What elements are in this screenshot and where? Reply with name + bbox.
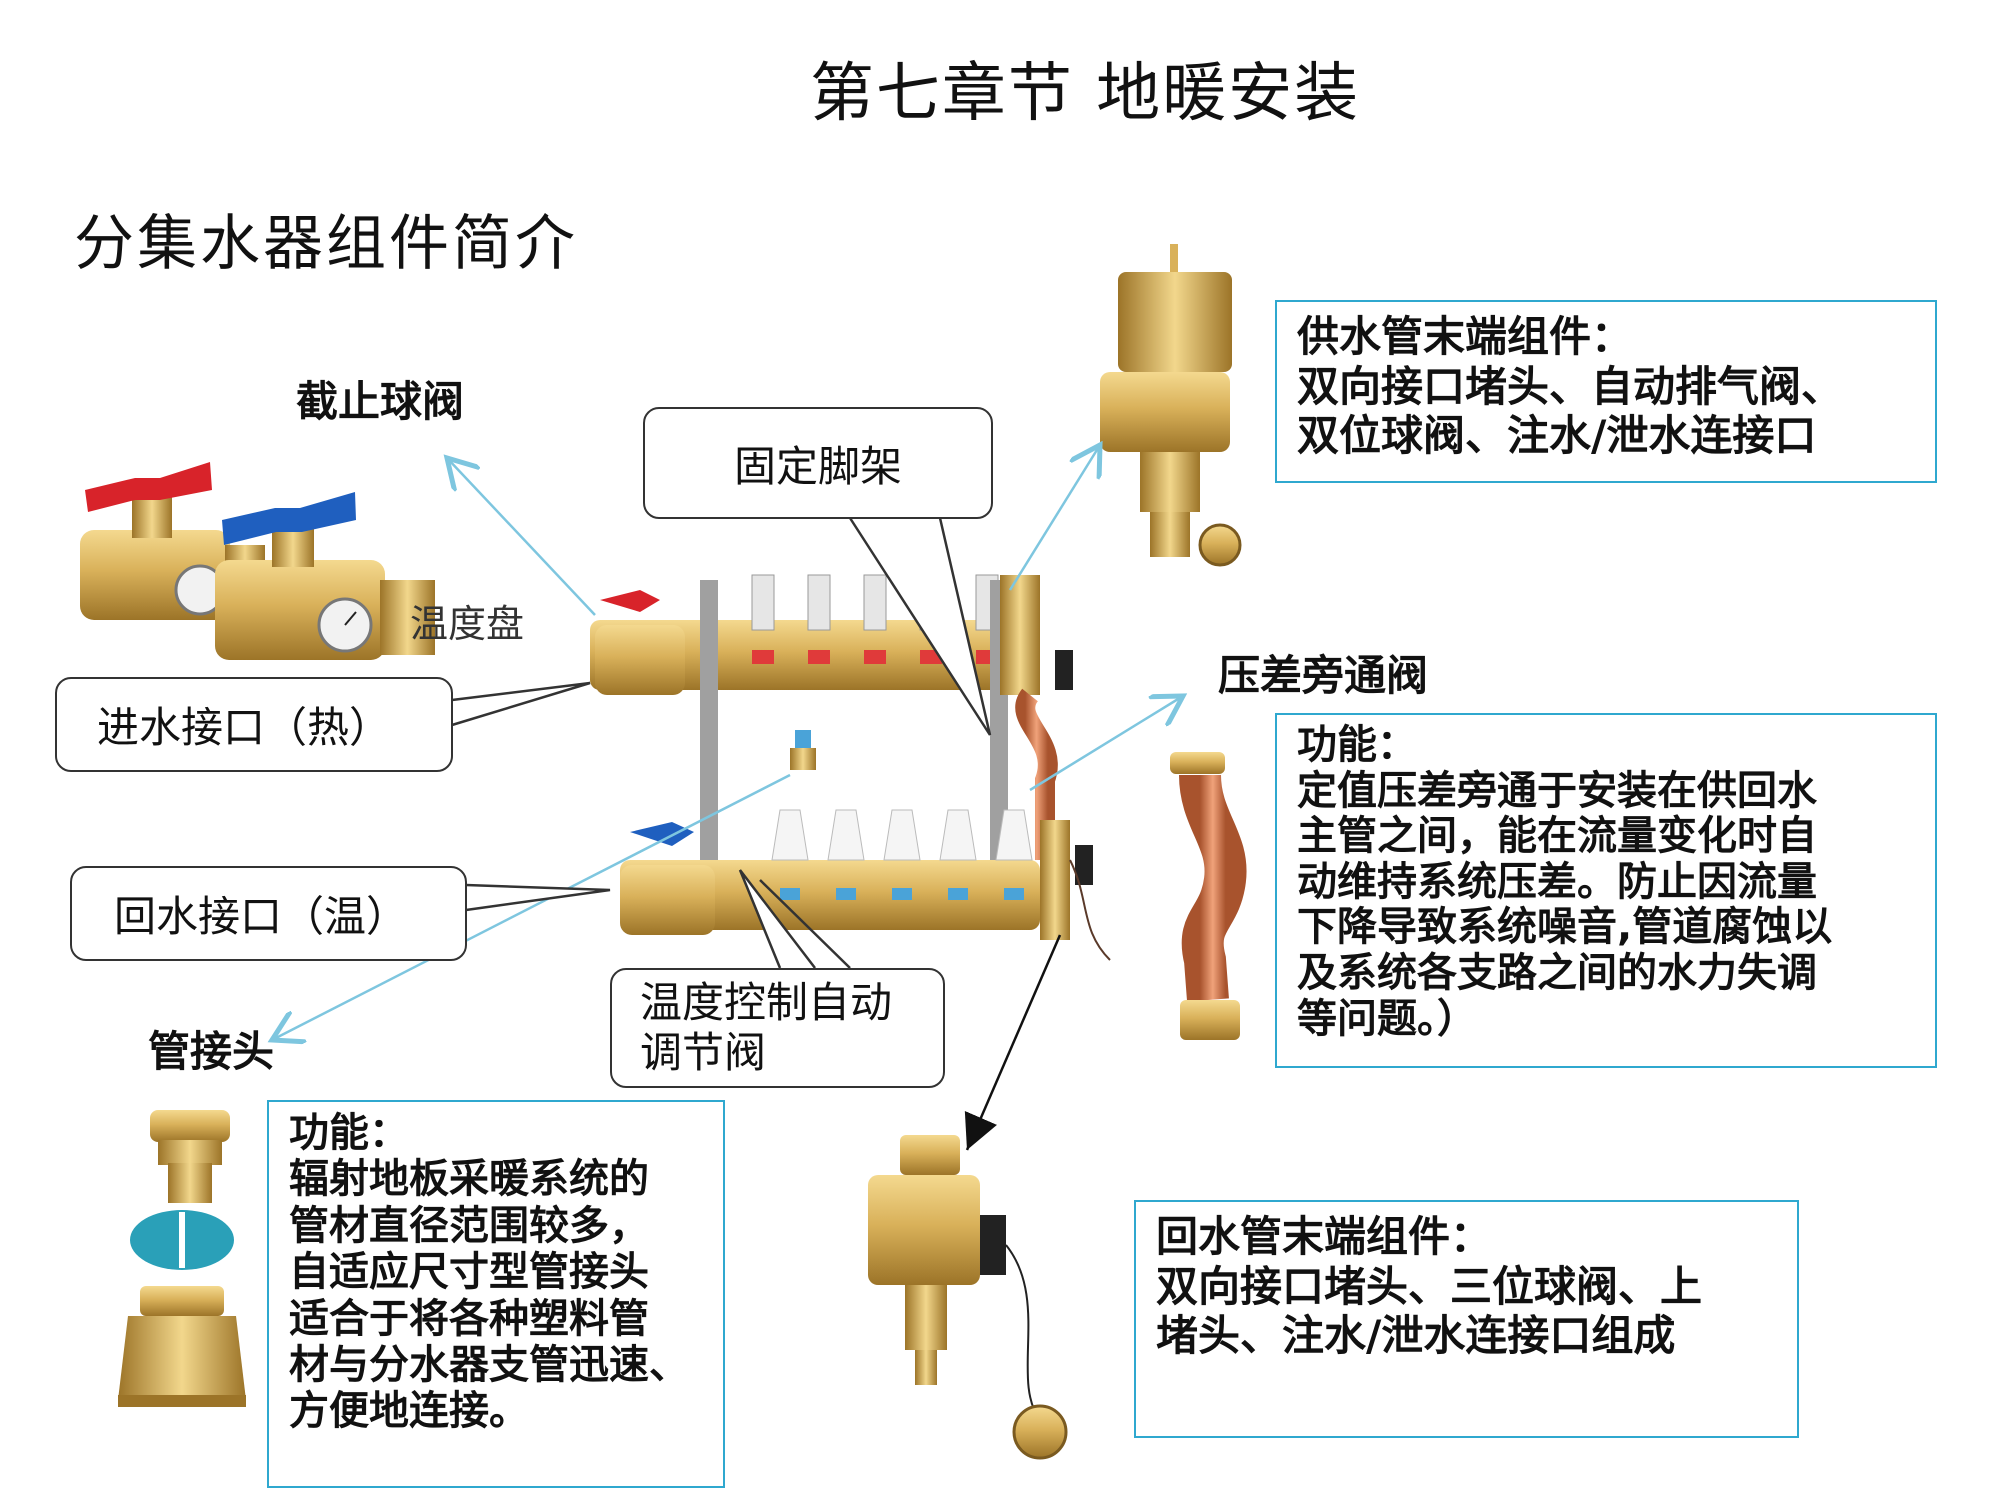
bypass-line: 动维持系统压差。防止因流量: [1297, 858, 1817, 905]
arrow-pipe-fitting: [272, 773, 791, 1040]
bypass-line: 功能：: [1297, 722, 1417, 768]
ball-valves-image: [80, 462, 435, 660]
section-title: 分集水器组件简介: [74, 209, 578, 279]
return-end-line: 双向接口堵头、三位球阀、上: [1156, 1261, 1703, 1311]
return-end-info-box: 回水管末端组件： 双向接口堵头、三位球阀、上 堵头、注水/泄水连接口组成: [1134, 1200, 1799, 1438]
inlet-callout-pointer: [451, 681, 591, 727]
blue-handle-icon: [222, 492, 356, 545]
fitting-line: 材与分水器支管迅速、: [289, 1341, 689, 1388]
fitting-info-box: 功能： 辐射地板采暖系统的 管材直径范围较多， 自适应尺寸型管接头 适合于将各种…: [267, 1100, 725, 1488]
thermo-valve-label-1: 温度控制自动: [640, 977, 893, 1027]
bypass-line: 定值压差旁通于安装在供回水: [1297, 767, 1817, 814]
bracket-left: [700, 580, 718, 880]
arrow-supply-end: [1008, 445, 1100, 591]
fixed-bracket-callout: 固定脚架: [643, 407, 993, 519]
supply-end-info-box: 供水管末端组件： 双向接口堵头、自动排气阀、 双位球阀、注水/泄水连接口: [1275, 300, 1937, 483]
bypass-pipe-in-manifold: [1015, 688, 1058, 860]
fitting-line: 功能：: [289, 1110, 409, 1156]
bracket-callout-pointer: [848, 517, 992, 736]
bypass-valve-label: 压差旁通阀: [1218, 651, 1429, 700]
fitting-line: 管材直径范围较多，: [289, 1202, 649, 1249]
return-end-component-image: [868, 1135, 1068, 1460]
arrow-return-end: [964, 934, 1062, 1151]
supply-manifold-bar: [590, 620, 1010, 690]
return-end-line: 堵头、注水/泄水连接口组成: [1156, 1311, 1676, 1361]
chapter-title: 第七章节 地暖安装: [809, 57, 1361, 131]
return-blue-handle-icon: [630, 822, 694, 846]
return-manifold-bar: [620, 860, 1040, 930]
inlet-label: 进水接口（热）: [97, 703, 392, 752]
drain-cap-icon: [1012, 1404, 1068, 1460]
supply-end-line: 双位球阀、注水/泄水连接口: [1297, 411, 1817, 461]
pipe-fitting-label: 管接头: [148, 1027, 275, 1076]
return-callout-pointer: [465, 883, 611, 912]
manifold-image: [590, 574, 1111, 961]
supply-end-line: 双向接口堵头、自动排气阀、: [1297, 361, 1844, 411]
bypass-line: 等问题。）: [1297, 995, 1477, 1042]
thermometer-label: 温度盘: [410, 602, 525, 646]
bypass-line: 主管之间，能在流量变化时自: [1297, 813, 1817, 860]
fixed-bracket-label: 固定脚架: [733, 441, 902, 491]
red-handle-icon: [85, 462, 212, 512]
return-end-line: 回水管末端组件：: [1156, 1212, 1493, 1261]
arrow-bypass: [1029, 696, 1183, 792]
return-label: 回水接口（温）: [114, 892, 409, 941]
return-callout: 回水接口（温）: [70, 866, 467, 961]
copper-pipe: [1179, 773, 1247, 1002]
pipe-fitting-image: [118, 1110, 246, 1407]
thermo-callout-pointer: [738, 869, 816, 969]
end-cap-icon: [1198, 523, 1242, 567]
bypass-line: 及系统各支路之间的水力失调: [1297, 949, 1817, 996]
supply-end-component-image: [1100, 244, 1242, 567]
fitting-line: 辐射地板采暖系统的: [289, 1156, 649, 1203]
thermo-valve-callout: 温度控制自动 调节阀: [610, 968, 945, 1088]
bypass-line: 下降导致系统噪音,管道腐蚀以: [1297, 904, 1833, 951]
fitting-line: 自适应尺寸型管接头: [289, 1249, 649, 1296]
bypass-info-box: 功能： 定值压差旁通于安装在供回水 主管之间，能在流量变化时自 动维持系统压差。…: [1275, 713, 1937, 1068]
ball-valve-label: 截止球阀: [296, 377, 465, 426]
arrow-ball-valve: [447, 458, 596, 616]
bypass-valve-image: [1170, 752, 1247, 1040]
inlet-callout: 进水接口（热）: [55, 677, 453, 772]
thermo-valve-label-2: 调节阀: [640, 1028, 767, 1077]
fitting-line: 适合于将各种塑料管: [289, 1295, 649, 1342]
inlet-red-handle-icon: [600, 590, 660, 612]
fitting-line: 方便地连接。: [289, 1388, 529, 1435]
supply-end-line: 供水管末端组件：: [1297, 312, 1634, 361]
